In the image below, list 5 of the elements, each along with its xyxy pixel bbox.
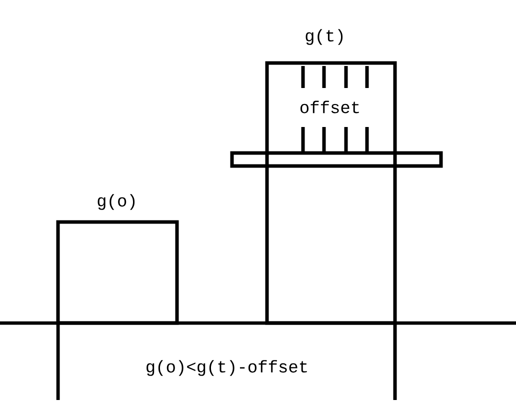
box-label: g(o) (98, 194, 135, 210)
formula-text: g(o)<g(t)-offset (146, 360, 307, 376)
box-label: g(t) (306, 29, 343, 45)
horizontal-bar (230, 151, 443, 168)
box-text: offset (300, 100, 359, 114)
